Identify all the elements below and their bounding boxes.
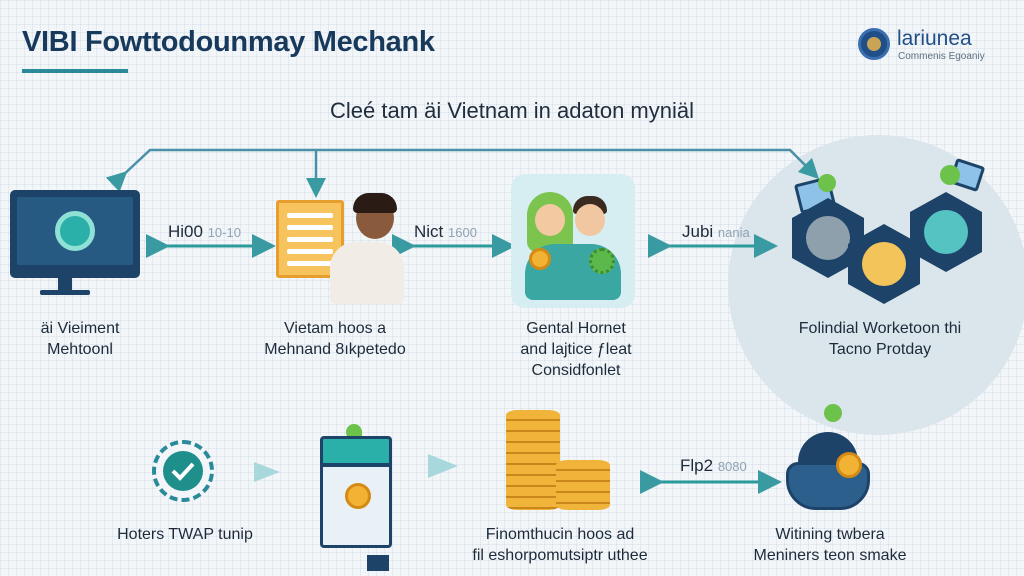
stage-label-line: Witining twbera — [775, 526, 885, 543]
brand-logo-icon — [858, 28, 890, 60]
virus-icon — [589, 248, 615, 274]
coin-stack-icon — [556, 460, 610, 510]
check-circle — [163, 451, 203, 491]
monitor-base — [40, 290, 90, 295]
stage-label-line: Hoters TWAP tunip — [117, 526, 253, 543]
monitor-badge-icon — [55, 211, 95, 251]
machine-slot — [367, 555, 389, 571]
arrow-label-text: Nict — [414, 222, 444, 241]
coin-stack-icon — [506, 410, 560, 510]
sprout-icon — [824, 404, 842, 422]
stage-4-label: Folindial Worketoon thi Tacno Protday — [770, 318, 990, 360]
doc-line — [287, 249, 333, 254]
arrow-label-text: Flp2 — [680, 456, 714, 475]
arrow-label-faint: 10-10 — [207, 225, 241, 240]
stage-label-line: and lajtice ƒleat — [520, 341, 632, 358]
doc-line — [287, 213, 333, 218]
stage-label-line: Mehtoonl — [47, 341, 113, 358]
virus-icon — [818, 174, 836, 192]
bottom-stage-2-label: Finomthucin hoos ad fil eshorpomutsiptr … — [450, 524, 670, 566]
stage-label-line: Tacno Protday — [828, 341, 932, 358]
bottom-arrow-1 — [254, 462, 280, 482]
computer-monitor-icon — [10, 190, 140, 278]
stage-label-line: Considfonlet — [531, 362, 621, 379]
brand-name: lariunea — [897, 27, 972, 50]
arrow-label-4: Flp2 8080 — [680, 456, 747, 476]
globe-icon — [806, 216, 850, 260]
chart-icon — [924, 210, 968, 254]
check-icon — [171, 462, 195, 481]
doc-line — [287, 237, 333, 242]
arrow-label-text: Jubi — [682, 222, 714, 241]
virus-icon — [940, 165, 960, 185]
page-title: VIBI Fowttodounmay Mechank — [22, 26, 435, 58]
stage-label-line: Meniners teon smake — [753, 547, 907, 564]
arrow-label-2: Nict 1600 — [414, 222, 477, 242]
stage-label-line: Mehnand 8ıkpetedo — [264, 341, 406, 358]
monitor-stand — [58, 278, 72, 292]
stage-3-label: Gental Hornet and lajtice ƒleat Considfo… — [496, 318, 656, 381]
bottom-stage-1-label: Hoters TWAP tunip — [100, 524, 270, 545]
person-b-face — [575, 204, 605, 236]
monitor-screen — [17, 197, 133, 265]
stage-label-line: Finomthucin hoos ad — [485, 526, 635, 543]
arrow-label-faint: 1600 — [448, 225, 477, 240]
doc-line — [287, 261, 333, 266]
person-a-face — [535, 204, 565, 236]
coin-icon — [836, 452, 862, 478]
team-coin-icon — [511, 174, 635, 308]
diagram-subtitle: Cleé tam äi Vietnam in adaton myniäl — [329, 98, 694, 123]
machine-top — [320, 436, 392, 466]
bottom-arrow-2 — [428, 454, 458, 478]
vending-machine-icon — [320, 436, 392, 571]
coin-icon — [862, 242, 906, 286]
check-badge-icon — [152, 440, 214, 502]
stage-2-label: Vietam hoos a Mehnand 8ıkpetedo — [250, 318, 420, 360]
stage-label-line: Folindial Worketoon thi — [798, 320, 962, 337]
stage-label-line: Gental Hornet — [526, 320, 626, 337]
doc-line — [287, 225, 333, 230]
arrow-label-faint: 8080 — [717, 459, 747, 474]
coin-icon — [345, 483, 371, 509]
bottom-stage-3-label: Witining twbera Meniners teon smake — [740, 524, 920, 566]
machine-body — [320, 464, 392, 571]
person-hair — [353, 193, 397, 213]
person-body — [330, 242, 404, 304]
arrow-label-text: Hi00 — [168, 222, 203, 241]
arrow-label-1: Hi00 10-10 — [168, 222, 241, 242]
arrow-label-3: Jubi nania — [682, 222, 750, 242]
stage-label-line: fil eshorpomutsiptr uthee — [472, 547, 648, 564]
mining-pod-icon — [786, 428, 870, 514]
stage-label-line: äi Vieiment — [40, 320, 120, 337]
stage-1-label: äi Vieiment Mehtoonl — [10, 318, 150, 360]
stage-label-line: Vietam hoos a — [284, 320, 386, 337]
top-flow-line — [105, 148, 820, 193]
brand-tagline: Commenis Egoaniy — [898, 51, 985, 62]
coin-icon — [529, 248, 551, 270]
title-underline — [22, 69, 128, 73]
arrow-label-faint: nania — [717, 225, 750, 240]
